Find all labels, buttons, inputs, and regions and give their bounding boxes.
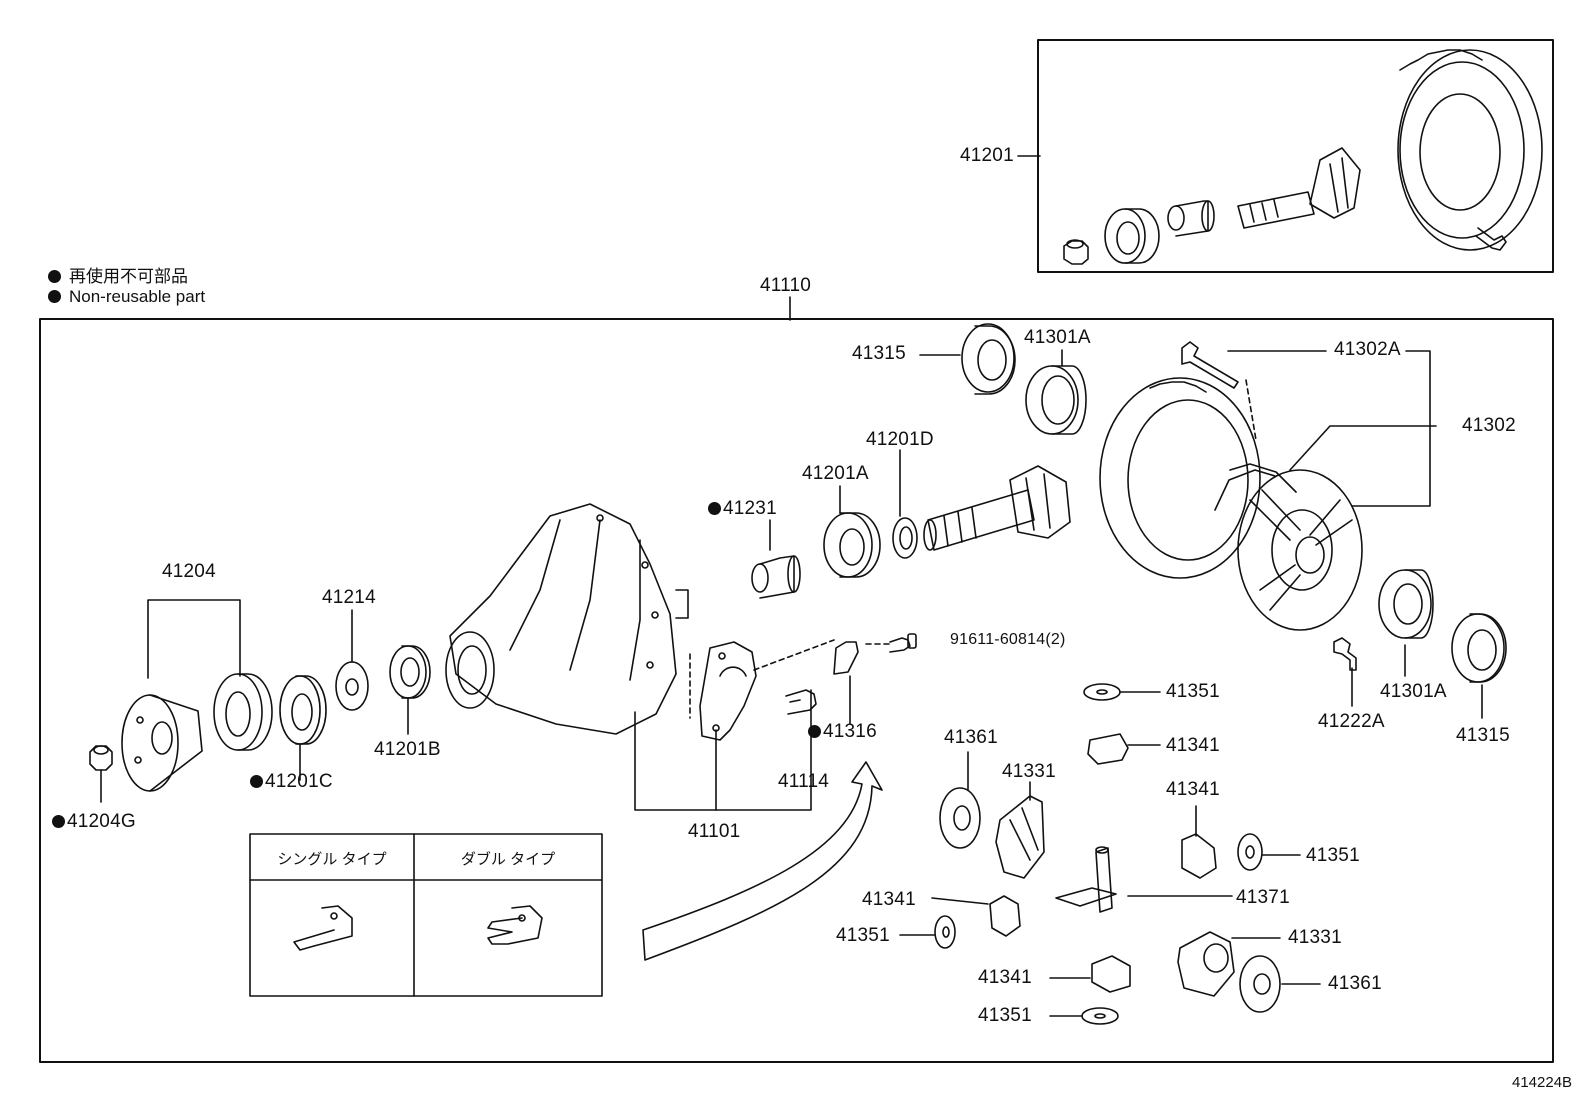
- washer-41351-d-icon: [1081, 1007, 1119, 1025]
- inset-ring-gear-bolt-icon: [1475, 227, 1507, 251]
- side-gear-41331-b-icon: [1177, 931, 1235, 997]
- part-label-41331-b: 41331: [1288, 927, 1342, 948]
- bearing-cup-41301A-top-icon: [1025, 365, 1087, 435]
- part-label-41301A-top: 41301A: [1024, 327, 1091, 348]
- assembly-direction-arrow: [642, 761, 883, 961]
- single-type-bracket-icon: [293, 905, 353, 951]
- legend-japanese-text: 再使用不可部品: [69, 267, 188, 286]
- part-label-41214: 41214: [322, 587, 376, 608]
- bearing-41201A-icon: [823, 512, 881, 578]
- non-reusable-bullet-icon: [48, 290, 61, 303]
- part-label-41361-a: 41361: [944, 727, 998, 748]
- washer-41351-b-icon: [1237, 833, 1263, 871]
- washer-41351-a-icon: [1083, 683, 1121, 701]
- double-type-bracket-icon: [487, 905, 543, 945]
- part-label-41351-c: 41351: [836, 925, 890, 946]
- bearing-cap-icon: [699, 641, 757, 741]
- thrust-washer-41361-b-icon: [1239, 955, 1281, 1013]
- part-label-41302A: 41302A: [1334, 339, 1401, 360]
- oil-seal-flange-icon: [213, 673, 273, 751]
- part-label-41371: 41371: [1236, 887, 1290, 908]
- part-label-41301A-bottom: 41301A: [1380, 681, 1447, 702]
- ring-gear-41302-icon: [1099, 377, 1261, 579]
- carrier-assembly-frame: [39, 318, 1554, 1063]
- part-label-91611: 91611-60814(2): [950, 631, 1066, 648]
- inset-nut-icon: [1063, 239, 1089, 265]
- legend-japanese: 再使用不可部品: [48, 262, 188, 287]
- part-label-41331-a: 41331: [1002, 761, 1056, 782]
- part-label-41204: 41204: [162, 561, 216, 582]
- part-label-41316: 41316: [808, 722, 877, 742]
- bolt-41114-icon: [785, 689, 817, 715]
- diagram-reference-code: 414224B: [1512, 1074, 1573, 1091]
- part-label-41201D: 41201D: [866, 429, 934, 450]
- washer-41351-c-icon: [934, 915, 956, 949]
- part-label-41204G: 41204G: [52, 812, 136, 832]
- diff-case-icon: [1214, 463, 1363, 631]
- pinion-shaft-41371-icon: [1055, 846, 1117, 913]
- slinger-41214-icon: [335, 661, 369, 711]
- bolt-91611-icon: [889, 633, 917, 653]
- carrier-housing-icon: [445, 503, 689, 735]
- part-label-41201C: 41201C: [250, 772, 333, 792]
- part-label-41101: 41101: [688, 821, 741, 842]
- part-label-41361-b: 41361: [1328, 973, 1382, 994]
- part-label-41341-a: 41341: [1166, 735, 1220, 756]
- bolt-41222A-icon: [1333, 637, 1357, 671]
- lock-plate-41316-icon: [833, 641, 859, 675]
- shim-41201D-icon: [892, 517, 918, 559]
- ring-pinion-set-frame: [1037, 39, 1554, 273]
- pinion-gear-41341-b-icon: [1181, 833, 1217, 879]
- part-label-41351-a: 41351: [1166, 681, 1220, 702]
- part-label-41201: 41201: [960, 145, 1014, 166]
- flange-41204-icon: [121, 694, 203, 792]
- thrust-washer-41361-a-icon: [939, 787, 981, 849]
- inset-spacer-icon: [1167, 200, 1215, 237]
- part-label-41315-top: 41315: [852, 343, 906, 364]
- oil-seal-41201C-icon: [279, 675, 327, 745]
- inset-bearing-icon: [1104, 208, 1160, 264]
- part-label-41341-d: 41341: [978, 967, 1032, 988]
- part-label-41201B: 41201B: [374, 739, 441, 760]
- bracket-type-table: [249, 833, 603, 997]
- bearing-41315-bottom-icon: [1451, 613, 1507, 683]
- nut-41204G-icon: [89, 745, 113, 771]
- pinion-gear-41341-d-icon: [1091, 955, 1131, 993]
- part-label-41315-bottom: 41315: [1456, 725, 1510, 746]
- part-label-41110: 41110: [760, 275, 812, 296]
- legend-english-text: Non-reusable part: [69, 287, 206, 306]
- legend-english: Non-reusable part: [48, 287, 205, 307]
- single-type-label: シングル タイプ: [277, 851, 387, 868]
- bearing-41201B-icon: [389, 645, 431, 699]
- side-gear-41331-a-icon: [995, 795, 1045, 879]
- pinion-gear-41341-c-icon: [989, 895, 1021, 937]
- drive-pinion-icon: [923, 465, 1071, 551]
- part-label-41341-c: 41341: [862, 889, 916, 910]
- pinion-gear-41341-a-icon: [1087, 733, 1129, 765]
- part-label-41222A: 41222A: [1318, 711, 1385, 732]
- double-type-label: ダブル タイプ: [460, 851, 556, 868]
- part-label-41231: 41231: [708, 499, 777, 519]
- spacer-41231-icon: [751, 555, 801, 599]
- part-label-41351-b: 41351: [1306, 845, 1360, 866]
- part-label-41302: 41302: [1462, 415, 1516, 436]
- ring-gear-bolt-icon: [1181, 341, 1239, 389]
- inset-drive-pinion-icon: [1237, 147, 1361, 229]
- bearing-cup-41301A-bottom-icon: [1378, 569, 1434, 639]
- part-label-41114: 41114: [778, 771, 830, 792]
- non-reusable-bullet-icon: [48, 270, 61, 283]
- inset-ring-gear-icon: [1397, 49, 1543, 251]
- part-label-41201A: 41201A: [802, 463, 869, 484]
- part-label-41351-d: 41351: [978, 1005, 1032, 1026]
- bearing-41315-top-icon: [961, 323, 1016, 395]
- part-label-41341-b: 41341: [1166, 779, 1220, 800]
